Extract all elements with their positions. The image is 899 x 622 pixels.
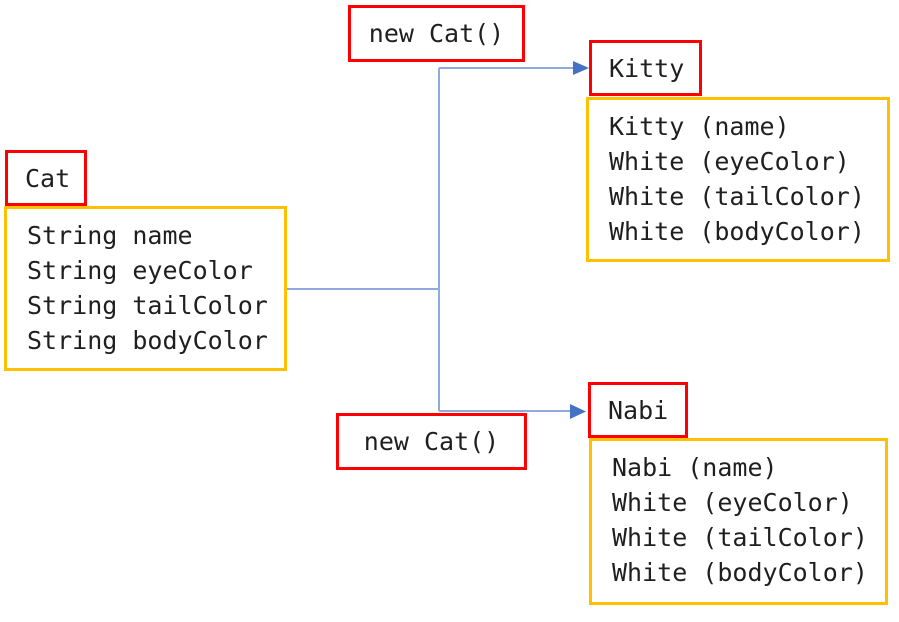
field-line: White (bodyColor) [612,558,868,587]
instance-label-nabi: Nabi [588,382,688,438]
arrow-head-nabi-icon [570,404,586,419]
field-line: Kitty (name) [609,112,790,141]
instance-fields-nabi: Nabi (name) White (eyeColor) White (tail… [589,438,888,605]
class-label-cat-text: Cat [25,163,71,193]
constructor-call-top-text: new Cat() [368,19,505,48]
class-label-cat: Cat [5,150,87,206]
class-fields-box: String name String eyeColor String tailC… [4,206,287,371]
instance-label-kitty-text: Kitty [609,53,685,83]
field-line: Nabi (name) [612,453,778,482]
field-line: String tailColor [27,291,268,320]
instance-label-kitty: Kitty [589,40,702,96]
field-line: White (tailColor) [612,523,868,552]
field-line: String eyeColor [27,256,253,285]
constructor-call-top: new Cat() [348,5,525,62]
instance-label-nabi-text: Nabi [608,395,669,425]
field-line: White (bodyColor) [609,217,865,246]
instance-fields-kitty: Kitty (name) White (eyeColor) White (tai… [586,97,890,262]
constructor-call-bottom-text: new Cat() [363,427,500,456]
field-line: String name [27,221,193,250]
field-line: String bodyColor [27,326,268,355]
field-line: White (eyeColor) [609,147,850,176]
field-line: White (tailColor) [609,182,865,211]
constructor-call-bottom: new Cat() [336,413,527,470]
arrow-head-kitty-icon [573,61,589,75]
field-line: White (eyeColor) [612,488,853,517]
